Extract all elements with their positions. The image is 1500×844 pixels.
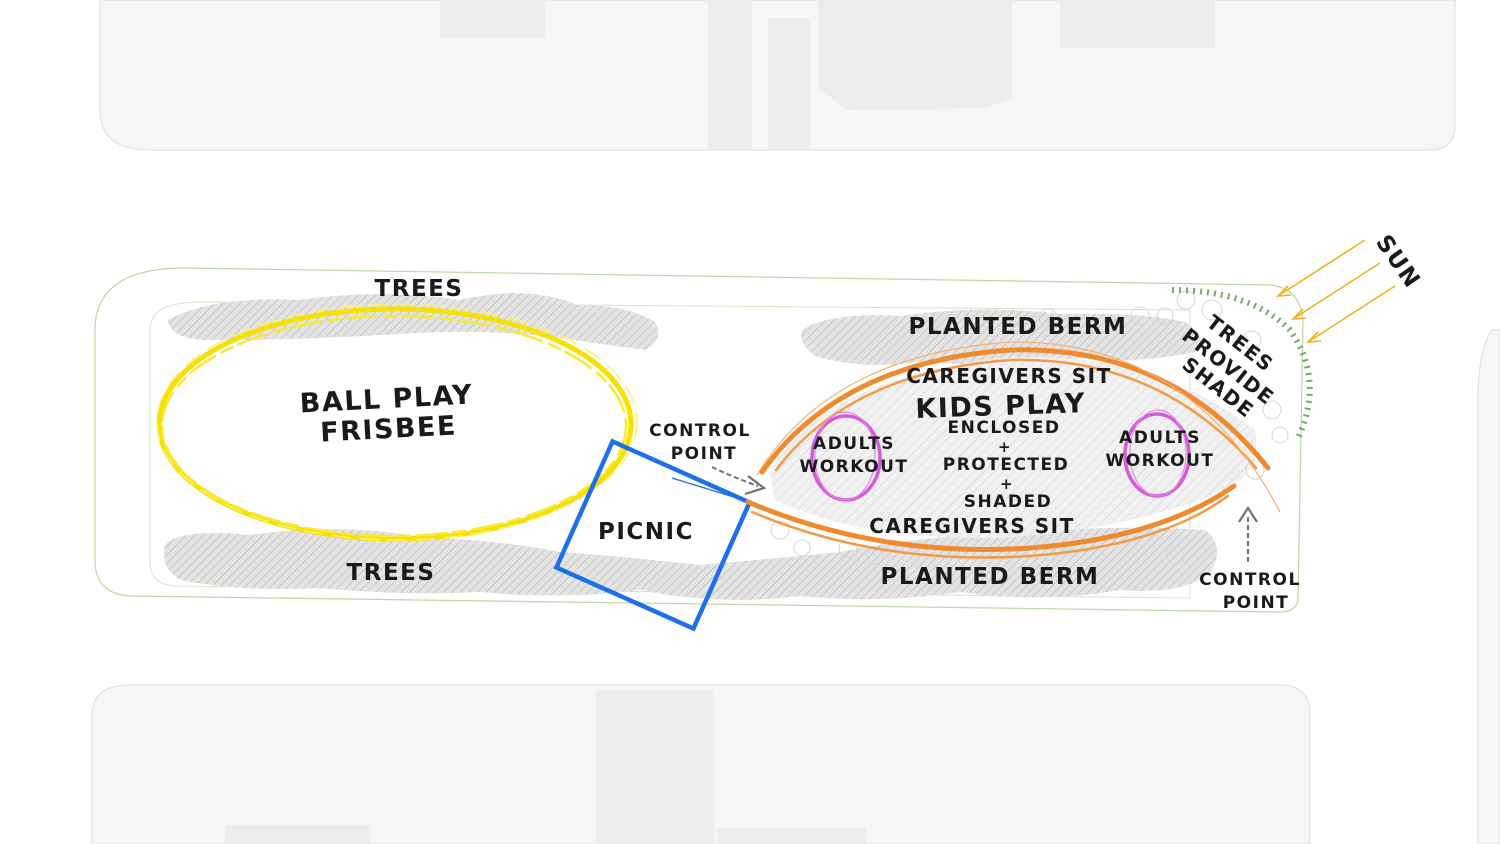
frisbee-label: FRISBEE <box>319 410 457 448</box>
tree-circle <box>1262 400 1282 420</box>
control-point-right-arrow <box>1238 505 1258 562</box>
building-south-3 <box>718 828 866 844</box>
tree-circle <box>1201 299 1223 321</box>
tree-circle <box>1038 308 1058 328</box>
tree-circle <box>1242 330 1262 350</box>
picnic-zone <box>553 438 753 632</box>
tree-masses <box>164 293 1257 600</box>
control-point-right-label-2: POINT <box>1223 593 1290 613</box>
sun-label: SUN <box>1370 230 1425 293</box>
tree-circle <box>838 538 858 558</box>
building-north-3 <box>768 18 810 150</box>
tree-circle <box>1271 426 1289 444</box>
park-inner-edge <box>149 301 1191 599</box>
planted-berm-bottom-label: PLANTED BERM <box>881 564 1100 590</box>
sun-ray-head <box>1290 308 1307 320</box>
block-east <box>1477 329 1500 844</box>
building-south-2 <box>225 825 370 844</box>
building-south-1 <box>596 690 714 844</box>
sun-ray-head <box>1305 331 1322 343</box>
trees-bottom-label: TREES <box>347 560 436 586</box>
control-point-left-label-2: POINT <box>671 444 738 464</box>
picnic-label: PICNIC <box>598 519 694 545</box>
ball-play-ring-3 <box>156 303 638 541</box>
trees-top-label: TREES <box>375 276 464 302</box>
tree-circles <box>770 290 1289 565</box>
shaded-label: SHADED <box>964 492 1052 512</box>
tree-circle <box>1176 290 1196 310</box>
labels: TREES TREES BALL PLAY FRISBEE PICNIC CON… <box>299 230 1425 613</box>
shade-trees-arc <box>1171 287 1313 440</box>
arrow-right-icon <box>711 466 759 487</box>
planted-berm-top-mass <box>801 309 1201 365</box>
adults-workout-left-oval-2 <box>814 411 876 501</box>
kids-play-hatch <box>770 356 1257 539</box>
plus-1-label: + <box>998 438 1012 456</box>
adults-workout-right-label-1: ADULTS <box>1119 428 1201 448</box>
tree-circle <box>770 520 790 540</box>
arrow-right-icon-head <box>744 475 767 496</box>
sun-ray <box>1292 262 1381 320</box>
building-north-2 <box>708 0 752 150</box>
control-point-left-label-1: CONTROL <box>649 421 751 441</box>
kids-play-label: KIDS PLAY <box>915 388 1087 425</box>
sun-ray <box>1277 239 1366 297</box>
berm-arc-bottom-1 <box>745 483 1237 552</box>
park-outer-edge <box>94 267 1304 613</box>
sun-rays-icon <box>1275 239 1396 343</box>
adults-workout-left-label-1: ADULTS <box>813 434 895 454</box>
park-boundary <box>94 267 1304 613</box>
ball-play-ring-1 <box>156 306 634 542</box>
adults-workout-right-oval-2 <box>1129 409 1187 497</box>
caregivers-sit-top-label: CAREGIVERS SIT <box>906 364 1111 388</box>
trees-bottom-mass <box>164 527 1218 600</box>
adults-workout-right-label-2: WORKOUT <box>1105 451 1214 471</box>
berm-arc-top-outer <box>756 341 1281 513</box>
picnic-connector <box>671 477 751 503</box>
sun-ray <box>1307 285 1396 343</box>
sun-ray-head <box>1275 285 1292 297</box>
building-north-5 <box>1060 0 1215 48</box>
berm-arc-bottom-2 <box>750 494 1230 559</box>
context-blocks <box>91 0 1500 844</box>
planted-berm-top-label: PLANTED BERM <box>909 314 1128 340</box>
arrow-up-icon-head <box>1238 505 1258 523</box>
tree-circle <box>1165 545 1185 565</box>
tree-circle <box>1156 307 1174 325</box>
trees-top-mass <box>168 293 659 350</box>
enclosed-label: ENCLOSED <box>948 418 1061 438</box>
adults-workout-left-label-2: WORKOUT <box>799 457 908 477</box>
adults-workout-zones <box>810 409 1191 502</box>
control-point-right-label-1: CONTROL <box>1199 570 1301 590</box>
tree-circle <box>793 539 811 557</box>
tree-circle <box>1245 460 1265 480</box>
control-point-left-arrow <box>711 466 767 496</box>
ball-play-zone <box>156 303 638 542</box>
tree-circle <box>1130 306 1150 326</box>
plus-2-label: + <box>1000 475 1014 493</box>
building-north-4 <box>818 0 1012 110</box>
building-north-1 <box>440 0 545 38</box>
protected-label: PROTECTED <box>943 455 1070 475</box>
ball-play-ring-2 <box>160 314 628 538</box>
caregivers-sit-bottom-label: CAREGIVERS SIT <box>869 514 1074 538</box>
berm-arc-top-1 <box>759 347 1271 475</box>
